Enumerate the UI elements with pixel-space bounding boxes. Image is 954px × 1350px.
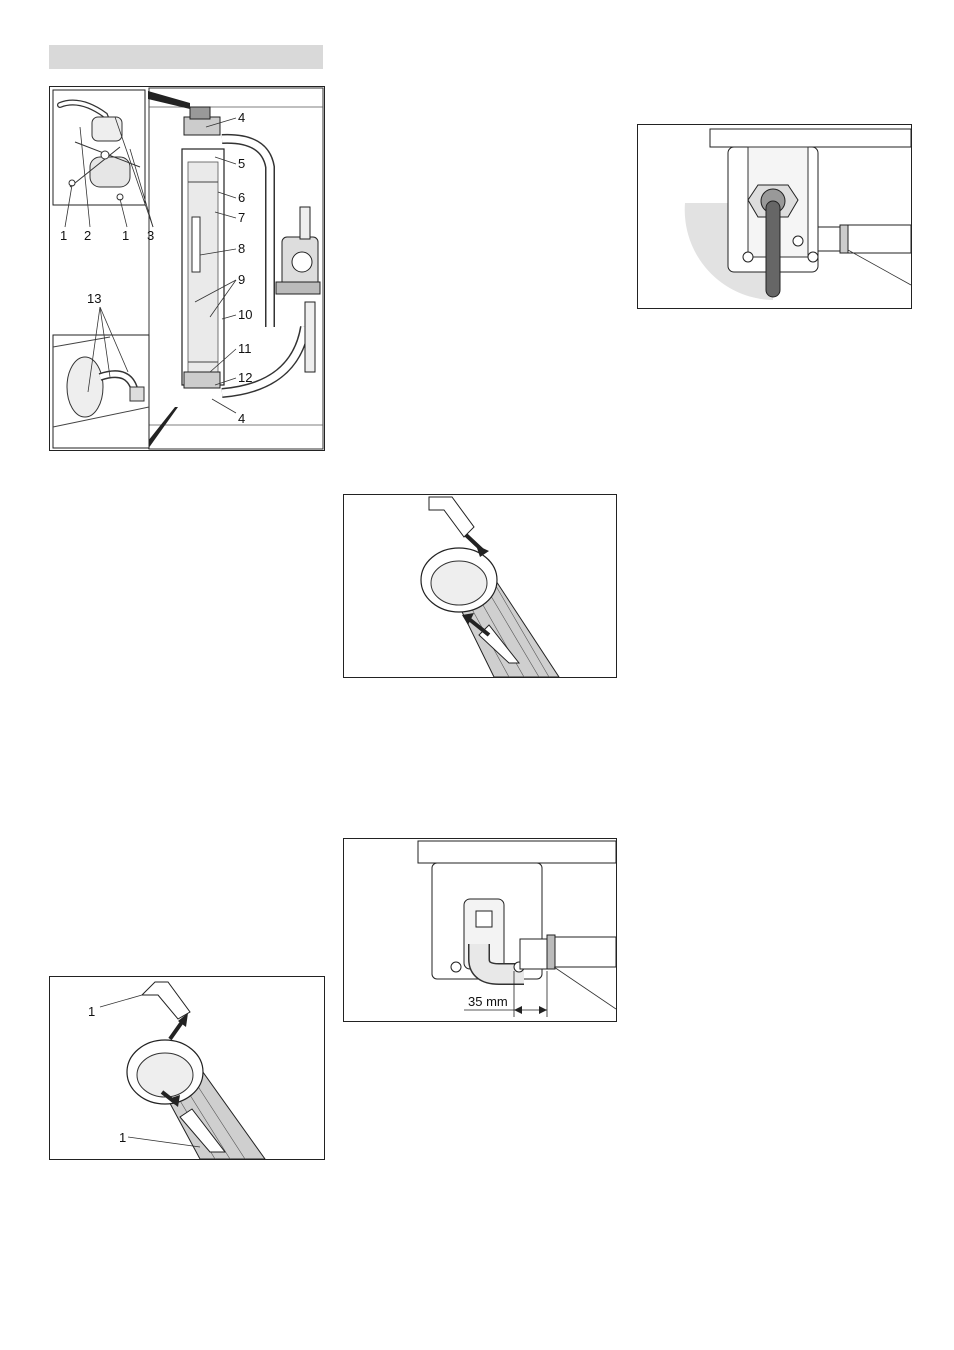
inset-top-detail	[53, 90, 153, 227]
inset-bottom-label-13: 13	[87, 291, 101, 306]
dimension-label: 35 mm	[468, 994, 508, 1009]
figure-filter-assembly: 1 2 1 3 13	[49, 86, 325, 451]
callout-4-top: 4	[238, 110, 245, 125]
lever-position-drawing	[638, 125, 911, 308]
callout-7: 7	[238, 210, 245, 225]
callout-6: 6	[238, 190, 245, 205]
inset-top-label-2: 2	[84, 228, 91, 243]
section-header-bar	[49, 45, 323, 69]
figure-insert-cartridge	[343, 494, 617, 678]
callout-5: 5	[238, 156, 245, 171]
remove-cartridge-drawing: 1 1	[50, 977, 324, 1159]
filter-assembly-drawing: 1 2 1 3 13	[50, 87, 324, 450]
inset-bottom-detail	[53, 307, 149, 448]
callout-9: 9	[238, 272, 245, 287]
inset-top-label-1b: 1	[122, 228, 129, 243]
inset-top-label-3: 3	[147, 228, 154, 243]
remove-label-1-top: 1	[88, 1004, 95, 1019]
remove-label-1-bottom: 1	[119, 1130, 126, 1145]
callout-10: 10	[238, 307, 252, 322]
callout-12: 12	[238, 370, 252, 385]
figure-hose-measure: 35 mm	[343, 838, 617, 1022]
inset-top-label-1a: 1	[60, 228, 67, 243]
callout-8: 8	[238, 241, 245, 256]
figure-remove-cartridge: 1 1	[49, 976, 325, 1160]
callout-11: 11	[238, 341, 252, 356]
hose-measure-drawing: 35 mm	[344, 839, 616, 1021]
callout-4-bottom: 4	[238, 411, 245, 426]
filter-column	[182, 107, 224, 388]
insert-cartridge-drawing	[344, 495, 616, 677]
figure-lever-position	[637, 124, 912, 309]
